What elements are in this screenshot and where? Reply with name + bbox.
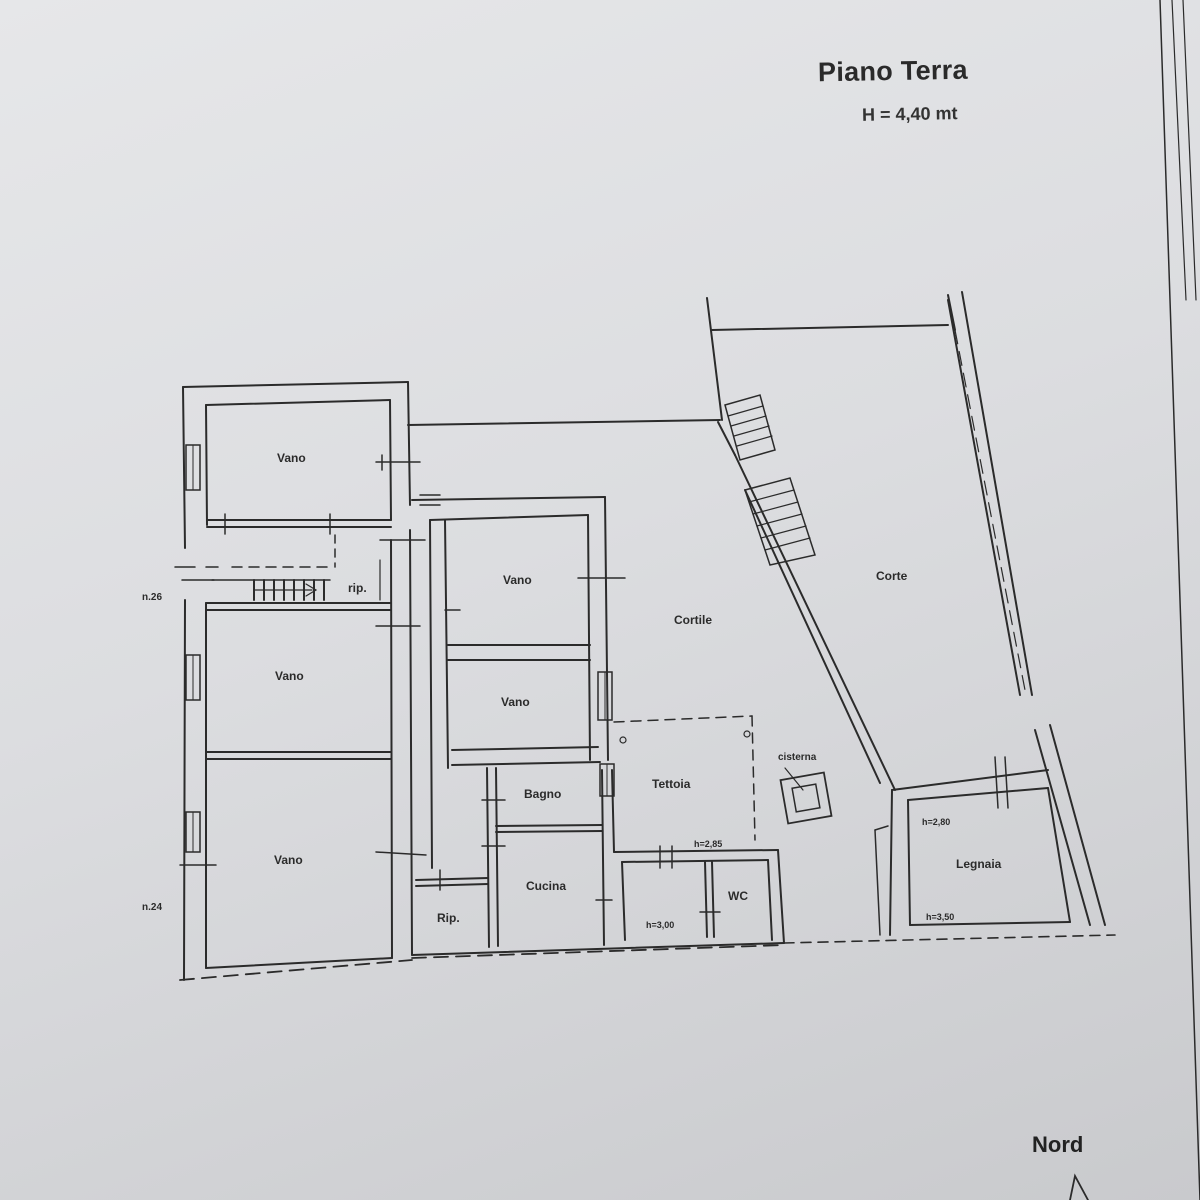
- room-label-vano-2: Vano: [503, 573, 532, 587]
- left-block-walls: [179, 381, 427, 981]
- sheet-edge-line: [1159, 0, 1200, 1200]
- room-label-corte: Corte: [876, 569, 908, 583]
- property-boundary: [179, 959, 413, 981]
- civic-number-26: n.26: [142, 592, 162, 603]
- room-label-cucina: Cucina: [526, 879, 566, 893]
- room-label-vano-4: Vano: [501, 695, 530, 709]
- room-label-vano-3: Vano: [275, 669, 304, 683]
- room-label-legnaia: Legnaia: [956, 857, 1002, 871]
- tettoia-canopy: [613, 715, 756, 841]
- corte-walls: [706, 291, 1033, 825]
- room-label-rip: Rip.: [437, 911, 460, 925]
- legnaia-walls: [783, 724, 1116, 944]
- room-label-bagno: Bagno: [524, 787, 561, 801]
- central-block-walls: [407, 419, 785, 956]
- room-label-vano-1: Vano: [277, 451, 306, 465]
- height-label-legnaia-bottom: h=3,50: [926, 912, 954, 922]
- room-label-rip-small: rip.: [348, 581, 367, 595]
- north-arrow-icon: [1069, 1173, 1089, 1200]
- room-label-tettoia: Tettoia: [652, 777, 691, 791]
- height-label-tettoia: h=2,85: [694, 839, 722, 849]
- civic-number-24: n.24: [142, 902, 162, 913]
- room-label-cortile: Cortile: [674, 613, 712, 627]
- north-label: Nord: [1032, 1132, 1084, 1157]
- entrance-stairs: [174, 534, 381, 601]
- height-label-wc: h=3,00: [646, 920, 674, 930]
- cisterna-label: cisterna: [778, 752, 817, 763]
- room-label-vano-5: Vano: [274, 853, 303, 867]
- room-label-wc: WC: [728, 889, 748, 903]
- height-label-legnaia-top: h=2,80: [922, 817, 950, 827]
